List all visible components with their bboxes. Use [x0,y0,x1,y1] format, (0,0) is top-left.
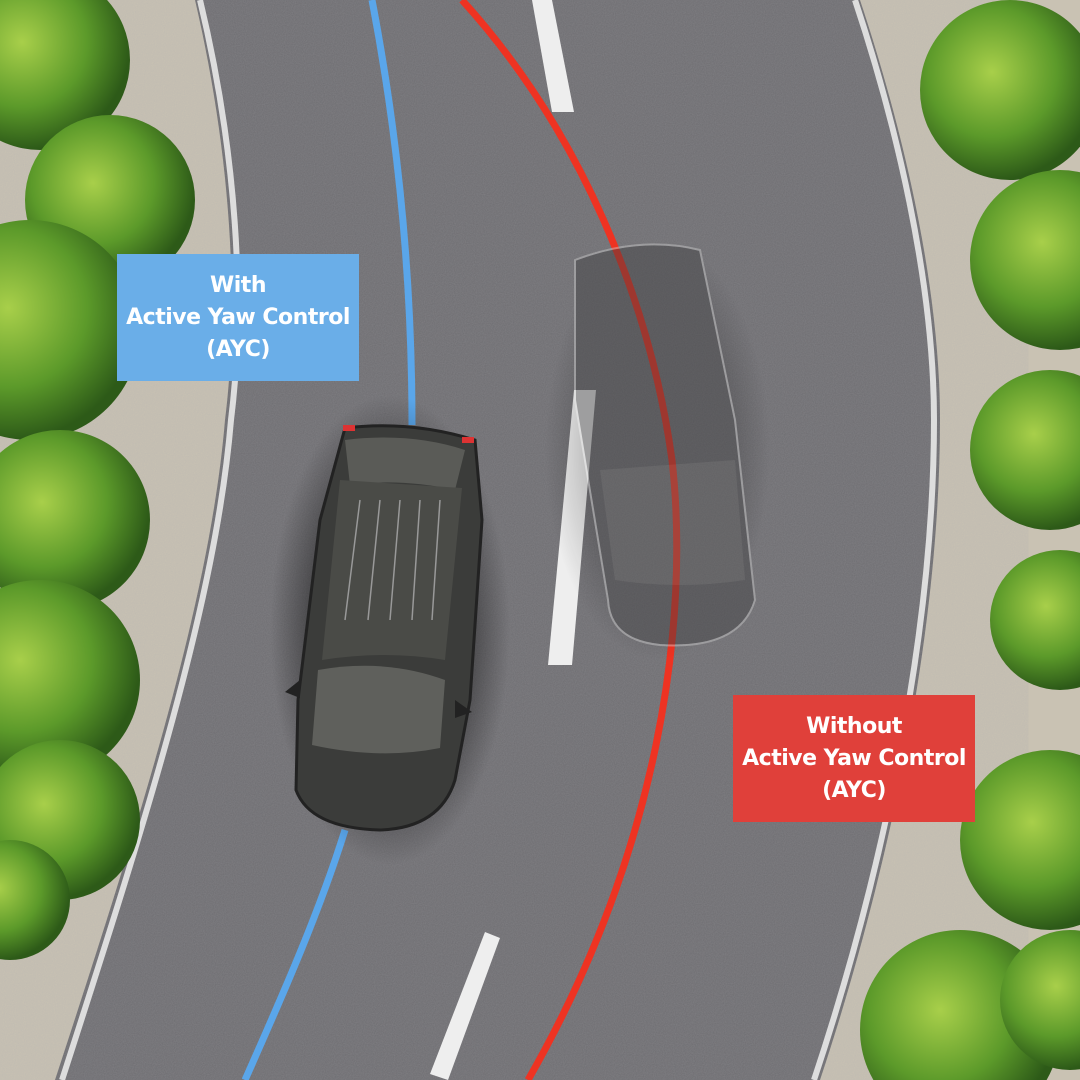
path-with-ayc [368,0,416,426]
label-with-line1: With [210,272,267,298]
trees-left [0,0,195,960]
trees-right [860,0,1080,1080]
label-without-ayc: Without Active Yaw Control (AYC) [733,695,975,822]
label-with-line2: Active Yaw Control [126,304,350,330]
car-with-ayc [270,395,510,865]
label-with-line3: (AYC) [206,336,270,362]
road-edge-left [59,0,241,1080]
car-without-ayc-ghost [545,240,770,660]
label-without-line3: (AYC) [822,777,886,803]
road-edge-right [811,0,938,1080]
label-without-line1: Without [806,713,902,739]
label-with-ayc: With Active Yaw Control (AYC) [117,254,359,381]
label-without-line2: Active Yaw Control [742,745,966,771]
